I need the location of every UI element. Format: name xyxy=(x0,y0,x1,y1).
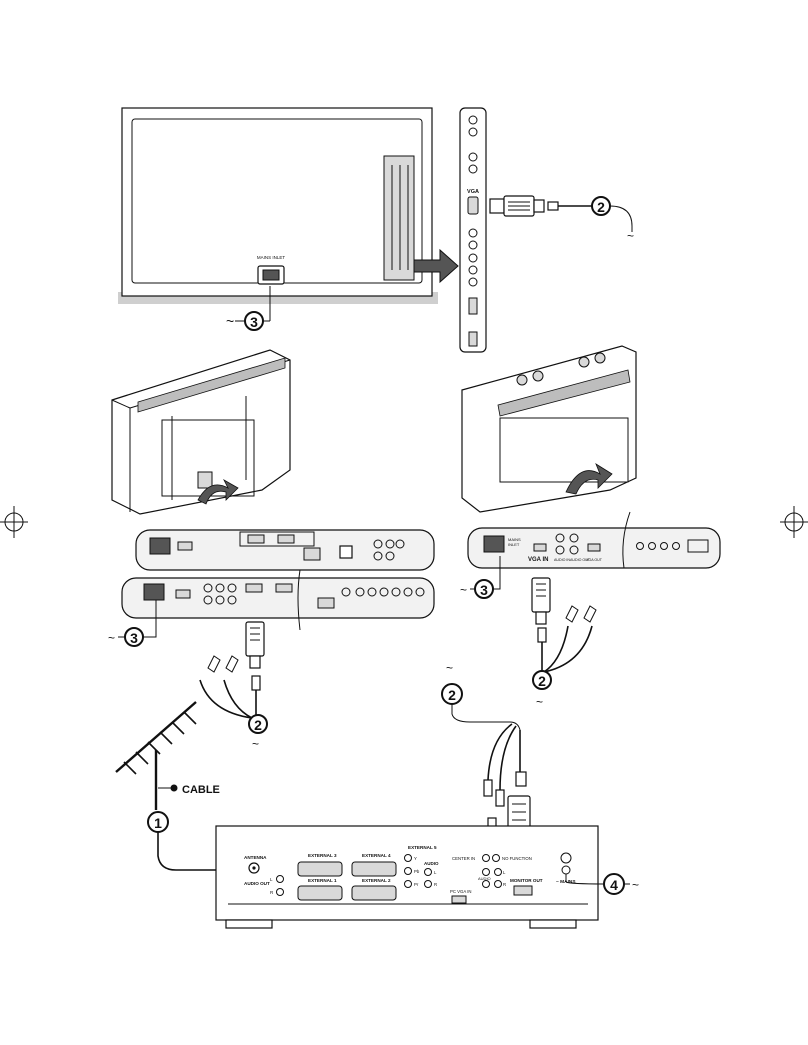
svg-text:~: ~ xyxy=(460,583,467,597)
callout-3-top xyxy=(244,311,264,331)
svg-text:1: 1 xyxy=(154,815,162,831)
audio-out-small-label: AUDIO OUT xyxy=(570,558,591,562)
monitor-top: MAINS INLET ~ 3 xyxy=(118,107,438,331)
external-3-label: EXTERNAL 3 xyxy=(308,853,337,858)
connector-panel-right: MAINS INLET VGA IN AUDIO IN AUDIO OUT VG… xyxy=(467,527,721,569)
svg-text:Pb: Pb xyxy=(414,869,420,874)
vga-label: VGA xyxy=(467,189,479,195)
svg-text:2: 2 xyxy=(448,687,456,703)
svg-text:~: ~ xyxy=(446,661,453,675)
svg-text:R: R xyxy=(503,882,506,887)
monitor-out-label: MONITOR OUT xyxy=(510,878,543,883)
cable-bundle-left: 2 ~ xyxy=(199,621,268,751)
svg-text:4: 4 xyxy=(610,877,618,893)
monitor-connector-strip xyxy=(383,155,415,281)
callout-1: 1 xyxy=(147,811,246,871)
connector-panel-left-2 xyxy=(121,577,435,619)
svg-text:2: 2 xyxy=(597,199,605,215)
external-1-label: EXTERNAL 1 xyxy=(308,878,337,883)
antenna-label: ANTENNA xyxy=(244,855,267,860)
svg-text:R: R xyxy=(434,882,437,887)
audio-label-ext5: AUDIO xyxy=(424,861,439,866)
svg-text:~: ~ xyxy=(108,631,115,645)
svg-text:3: 3 xyxy=(250,314,258,330)
svg-text:2: 2 xyxy=(538,673,546,689)
svg-text:R: R xyxy=(270,890,274,895)
antenna: CABLE xyxy=(115,701,220,810)
svg-text:Y: Y xyxy=(414,856,417,861)
external-5-label: EXTERNAL 5 xyxy=(408,845,437,850)
svg-text:Pr: Pr xyxy=(414,882,419,887)
svg-text:L: L xyxy=(503,870,506,875)
audio-out-label: AUDIO OUT xyxy=(244,881,270,886)
registration-mark-left xyxy=(0,506,28,538)
svg-text:L: L xyxy=(270,877,273,882)
vga-plug-top: 2 ~ xyxy=(489,195,634,243)
callout-4: 4 ~ xyxy=(565,873,639,895)
svg-text:3: 3 xyxy=(480,582,488,598)
registration-mark-right xyxy=(780,506,808,538)
pc-vga-in-label: PC VGA IN xyxy=(450,889,472,894)
svg-text:INLET: INLET xyxy=(508,542,520,547)
vertical-connector-panel: VGA xyxy=(459,107,487,353)
connector-panel-left-1 xyxy=(135,529,435,571)
external-2-label: EXTERNAL 2 xyxy=(362,878,391,883)
svg-text:2: 2 xyxy=(254,717,262,733)
callout-3-right: ~ 3 xyxy=(460,556,501,599)
audio-in-label: AUDIO IN xyxy=(554,558,570,562)
center-in-label: CENTER IN xyxy=(452,856,475,861)
mains-inlet: MAINS INLET xyxy=(257,255,286,285)
monitor-left-back xyxy=(111,349,291,515)
svg-text:~: ~ xyxy=(627,229,634,243)
vga-out-label: VGA OUT xyxy=(586,558,603,562)
audio-label-center: AUDIO xyxy=(478,876,491,881)
external-4-label: EXTERNAL 4 xyxy=(362,853,391,858)
cable-label: CABLE xyxy=(182,784,220,796)
no-function-label: NO FUNCTION xyxy=(502,856,532,861)
mains-inlet-label: MAINS INLET xyxy=(257,255,286,260)
zoom-arrow xyxy=(413,248,459,284)
svg-text:L: L xyxy=(434,870,437,875)
cable-bundle-right: 2 ~ xyxy=(531,577,597,709)
svg-text:3: 3 xyxy=(130,630,138,646)
svg-text:~: ~ xyxy=(632,878,639,892)
svg-text:MAINS: MAINS xyxy=(508,537,521,542)
svg-text:~: ~ xyxy=(536,695,543,709)
svg-text:~: ~ xyxy=(252,737,259,751)
callout-3-left: ~ 3 xyxy=(108,600,157,647)
receiver-unit: ANTENNA AUDIO OUT L R EXTERNAL 3 EXTERNA… xyxy=(215,825,599,929)
monitor-right-back xyxy=(461,345,637,513)
cable-tilde: ~ xyxy=(226,313,234,329)
vga-in-label: VGA IN xyxy=(528,557,548,563)
cable-bundle-bottom: ~ 2 xyxy=(441,661,531,833)
